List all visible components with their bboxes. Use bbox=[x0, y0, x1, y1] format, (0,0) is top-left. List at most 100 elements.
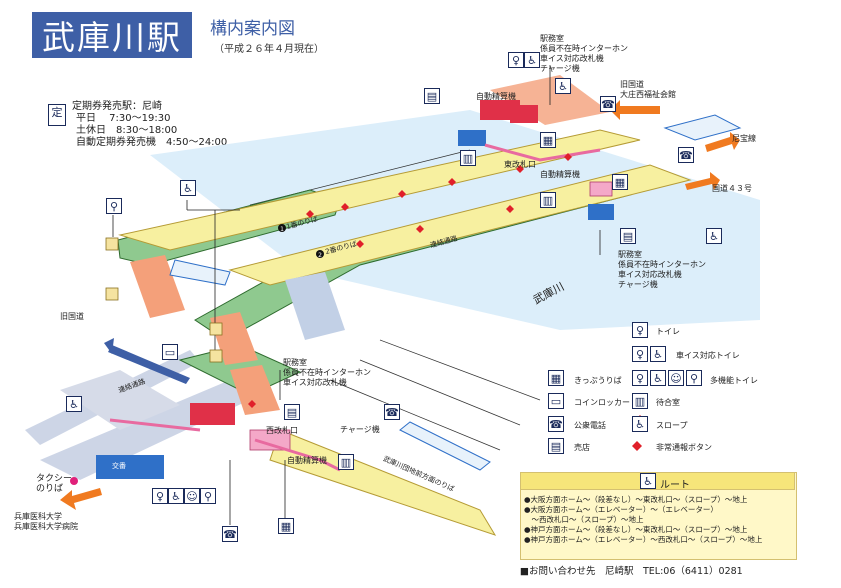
wheelchair-icon: ♿ bbox=[180, 180, 196, 196]
platform-2 bbox=[228, 164, 692, 286]
phone-icon: ☎ bbox=[222, 526, 238, 542]
multi-toilet-icon: ⚲ bbox=[106, 198, 122, 214]
waiting-room-icon: ▥ bbox=[460, 150, 476, 166]
west-office bbox=[190, 403, 235, 425]
legend-wheelchair-icon: ♿ bbox=[650, 370, 666, 386]
west-office-label-3: 車イス対応改札機 bbox=[283, 378, 347, 387]
west-fare-adjust-label: 自動精算機 bbox=[287, 456, 327, 465]
west-gate-label: 西改札口 bbox=[266, 426, 298, 435]
community-hall-label: 大庄西福祉会館 bbox=[620, 90, 676, 99]
road-west-3 bbox=[60, 370, 180, 430]
wheelchair-icon: ♿ bbox=[168, 488, 184, 504]
route-line-1: ●大阪方面ホーム～（段差なし）～東改札口～（スロープ）～地上 bbox=[524, 495, 748, 504]
east-fare-adjust-label: 自動精算機 bbox=[476, 92, 516, 101]
legend-wheelchair-icon: ♿ bbox=[650, 346, 666, 362]
legend-ticket-icon: ▦ bbox=[548, 370, 564, 386]
south-office-label-2: 係員不在時インターホン bbox=[618, 260, 706, 269]
route-line-4: ●神戸方面ホーム～（段差なし）～東改札口～（スロープ）～地上 bbox=[524, 525, 748, 534]
ticket-icon: ▦ bbox=[612, 174, 628, 190]
legend-slope-icon: ♿ bbox=[632, 416, 648, 432]
south-office-label-4: チャージ機 bbox=[618, 280, 658, 289]
charge-label: チャージ機 bbox=[340, 425, 380, 434]
legend-toilet-icon: ♀ bbox=[632, 346, 648, 362]
route-wheelchair-icon: ♿ bbox=[640, 473, 656, 489]
map-date: （平成２６年４月現在） bbox=[214, 44, 324, 55]
route-line-3: ～西改札口～（スロープ）～地上 bbox=[524, 515, 644, 524]
route-heading: ルート bbox=[660, 480, 690, 491]
old-road-east-label: 旧国道 bbox=[620, 80, 644, 89]
toilet-icon: ♀ bbox=[508, 52, 524, 68]
phone-icon: ☎ bbox=[678, 147, 694, 163]
phone-icon: ☎ bbox=[384, 404, 400, 420]
route-line-2: ●大阪方面ホーム～（エレベーター）～（エレベーター） bbox=[524, 505, 718, 514]
university-label-1: 兵庫医科大学 bbox=[14, 512, 62, 521]
platform-south bbox=[269, 429, 497, 536]
legend-multi-icon: ⚲ bbox=[686, 370, 702, 386]
legend-locker-icon: ▭ bbox=[548, 393, 564, 409]
legend-wheelchair-toilet: 車イス対応トイレ bbox=[676, 351, 740, 360]
map-subtitle: 構内案内図 bbox=[210, 19, 295, 39]
stairs-1 bbox=[130, 255, 185, 318]
waiting-room-icon: ▥ bbox=[540, 192, 556, 208]
south-office-label-3: 車イス対応改札機 bbox=[618, 270, 682, 279]
legend-phone: 公衆電話 bbox=[574, 421, 606, 430]
family-icon: ☺ bbox=[184, 488, 200, 504]
legend-waiting-icon: ▥ bbox=[632, 393, 648, 409]
emergency-buttons bbox=[248, 153, 644, 423]
legend-multi-toilet: 多機能トイレ bbox=[710, 376, 758, 385]
ticket-office-icon: 定 bbox=[48, 104, 66, 126]
locker-icon: ▭ bbox=[162, 344, 178, 360]
amagasaki-line-label: 尼宝線 bbox=[732, 134, 756, 143]
legend-shop: 売店 bbox=[574, 443, 590, 452]
east-office-label-2: 係員不在時インターホン bbox=[540, 44, 628, 53]
elevators bbox=[105, 237, 223, 363]
platform-1 bbox=[118, 129, 641, 251]
wheelchair-icon: ♿ bbox=[66, 396, 82, 412]
koban-label: 交番 bbox=[112, 462, 126, 470]
route-line-5: ●神戸方面ホーム～（エレベーター）～西改札口～（スロープ）～地上 bbox=[524, 535, 763, 544]
multi-toilet-icon: ⚲ bbox=[200, 488, 216, 504]
legend-emergency: 非常通報ボタン bbox=[656, 443, 712, 452]
connector bbox=[285, 272, 345, 340]
shop-icon: ▤ bbox=[620, 228, 636, 244]
old-road-west-label: 旧国道 bbox=[60, 312, 84, 321]
legend-ticket: きっぷうりば bbox=[574, 376, 622, 385]
east-office-label-3: 車イス対応改札機 bbox=[540, 54, 604, 63]
ticket-office-line2: 平日 7:30～19:30 bbox=[76, 113, 171, 124]
legend-locker: コインロッカー bbox=[574, 398, 630, 407]
legend-toilet: トイレ bbox=[656, 327, 680, 336]
svg-text:2: 2 bbox=[318, 252, 322, 259]
phone-icon: ☎ bbox=[600, 96, 616, 112]
ticket-office-line4: 自動定期券発売機 4:50～24:00 bbox=[76, 137, 228, 148]
koban-block bbox=[96, 455, 164, 479]
legend-shop-icon: ▤ bbox=[548, 438, 564, 454]
wheelchair-icon: ♿ bbox=[555, 78, 571, 94]
stairs-3 bbox=[230, 365, 280, 415]
shop-icon: ▤ bbox=[284, 404, 300, 420]
wheelchair-icon: ♿ bbox=[706, 228, 722, 244]
university-label-2: 兵庫医科大学病院 bbox=[14, 522, 78, 531]
east-office-label-4: チャージ機 bbox=[540, 64, 580, 73]
legend-phone-icon: ☎ bbox=[548, 416, 564, 432]
west-office-label-1: 駅務室 bbox=[283, 358, 307, 367]
svg-text:1: 1 bbox=[280, 226, 284, 233]
legend-waiting: 待合室 bbox=[656, 398, 680, 407]
legend-slope: スロープ bbox=[656, 421, 688, 430]
contact-info: ■お問い合わせ先 尼崎駅 TEL:06（6411）0281 bbox=[520, 566, 743, 577]
east-gate-label: 東改札口 bbox=[504, 160, 536, 169]
east-fare-adjust-label-2: 自動精算機 bbox=[540, 170, 580, 179]
west-office-label-2: 係員不在時インターホン bbox=[283, 368, 371, 377]
east-office-label-1: 駅務室 bbox=[540, 34, 564, 43]
station-title: 武庫川駅 bbox=[32, 12, 192, 58]
passage-arrow bbox=[108, 345, 190, 384]
ticket-office-line3: 土休日 8:30～18:00 bbox=[76, 125, 178, 136]
ticket-icon: ▦ bbox=[278, 518, 294, 534]
legend-toilet-icon: ♀ bbox=[632, 370, 648, 386]
ticket-icon: ▦ bbox=[540, 132, 556, 148]
route-header bbox=[520, 472, 795, 490]
toilet-icon: ♀ bbox=[152, 488, 168, 504]
ticket-office-line1: 定期券発売駅：尼崎 bbox=[72, 101, 162, 112]
waiting-room-icon: ▥ bbox=[338, 454, 354, 470]
taxi-label: タクシー のりば bbox=[36, 474, 73, 494]
